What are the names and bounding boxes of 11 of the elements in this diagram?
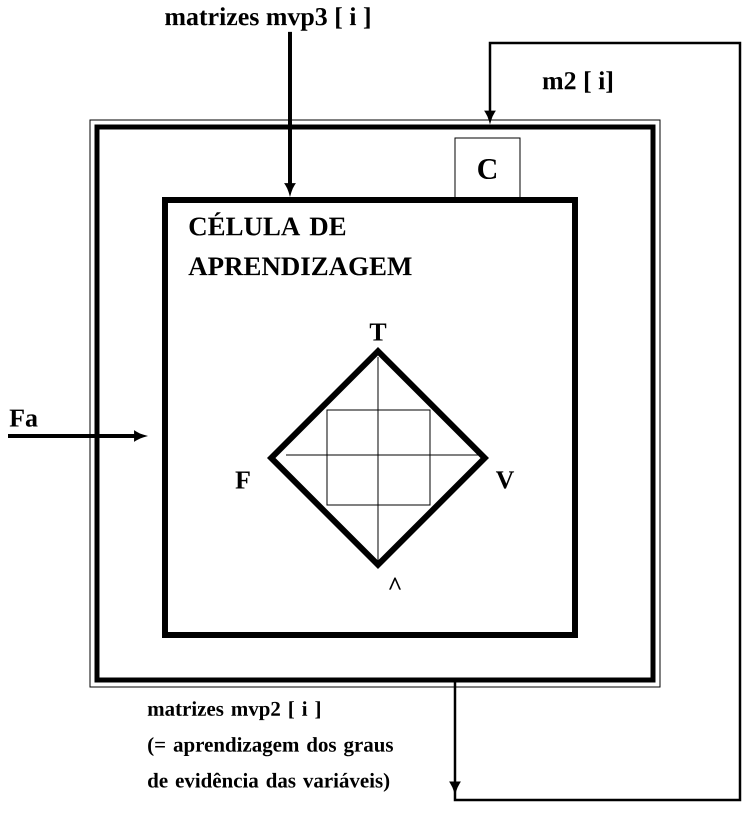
vertex-label: V [496,471,514,489]
output-label: matrizes mvp2 [ i ] (= aprendizagem dos graus de evidência das variáveis) [148,701,393,792]
frame-box [90,120,660,688]
vertex-label: F [236,472,250,488]
input-label: Fa [10,410,38,427]
vertex-label: ^ [389,578,401,590]
input-label: matrizes mvp3 [ i ] [165,7,370,31]
arrow [450,42,742,802]
vertex-label: T [370,324,386,340]
component-box: C [454,138,520,200]
edge-label: m2 [ i] [541,70,615,94]
